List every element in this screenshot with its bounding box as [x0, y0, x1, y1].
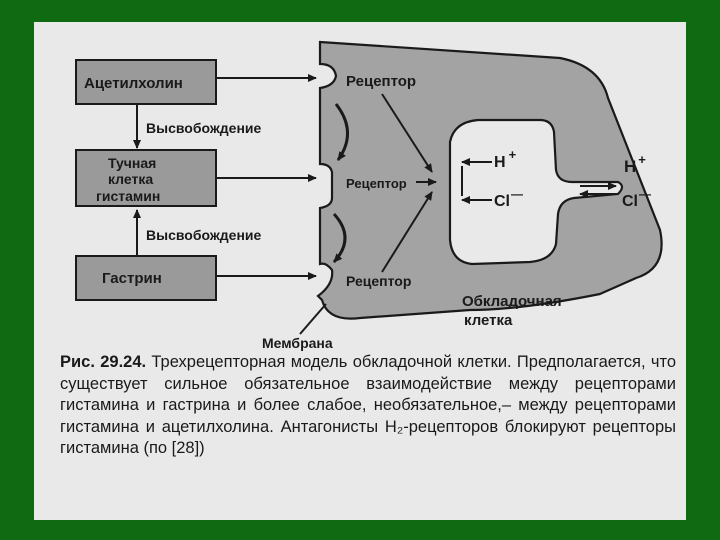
mast-cell-label-line1: Тучная	[108, 155, 156, 171]
gastrin-box	[75, 255, 217, 301]
figure-caption: Рис. 29.24. Трехрецепторная модель обкла…	[60, 352, 676, 460]
interaction-arrow-upper	[334, 103, 349, 161]
mast-cell-box	[75, 149, 217, 207]
bottom-receptor-signal-arrow	[381, 191, 433, 273]
cl-inner-label: Cl—	[494, 187, 523, 210]
release-label-1: Высвобождение	[146, 120, 262, 136]
gastrin-label: Гастрин	[102, 270, 162, 287]
parietal-cell-label-line2: клетка	[464, 312, 513, 329]
figure-number: Рис. 29.24.	[60, 353, 147, 371]
release-label-2: Высвобождение	[146, 227, 262, 243]
mast-cell-label-line2: клетка	[108, 171, 153, 187]
membrane-label: Мембрана	[262, 335, 333, 351]
mast-cell-label-line3: гистамин	[96, 188, 160, 204]
h-outer-label: H+	[624, 152, 646, 176]
receptor-label-mid: Рецептор	[346, 176, 407, 191]
h-inner-label: H+	[494, 147, 517, 171]
receptor-label-top: Рецептор	[346, 73, 416, 90]
cl-outer-label: Cl—	[622, 187, 651, 210]
acetylcholine-box	[75, 59, 217, 105]
top-receptor-signal-arrow	[381, 93, 433, 173]
receptor-label-bottom: Рецептор	[346, 273, 411, 289]
acetylcholine-label: Ацетилхолин	[84, 75, 183, 92]
interaction-arrow-lower	[332, 212, 347, 264]
figure-caption-text: Трехрецепторная модель обкладочной клетк…	[60, 353, 677, 457]
parietal-cell-label-line1: Обкладочная	[462, 293, 562, 310]
membrane-pointer	[299, 303, 327, 335]
secretory-canaliculus	[448, 118, 624, 266]
